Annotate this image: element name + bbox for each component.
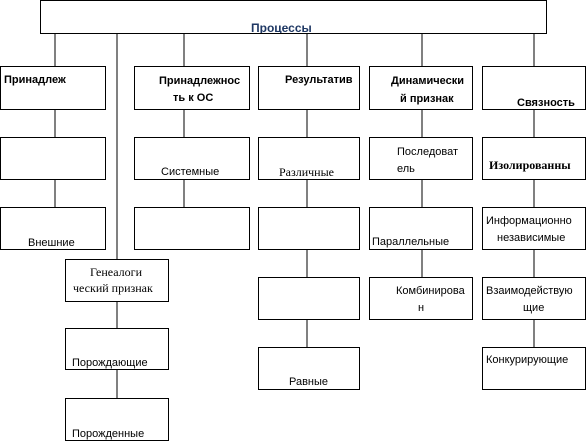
genealogy-header-label-line2: ческий признак xyxy=(73,281,153,295)
dynamic-item3-label-line1: Комбинирова xyxy=(396,285,465,297)
os-header-label-line2: ть к ОС xyxy=(173,92,214,104)
result-item1-box: Различные xyxy=(258,137,360,180)
os-item1-label: Системные xyxy=(161,166,220,178)
connectivity-item2-label-line1: Информационно xyxy=(486,215,572,227)
os-header-box: Принадлежнос ть к ОС xyxy=(134,66,250,110)
connectivity-item1-box: Изолированны xyxy=(482,137,586,180)
result-header-box: Результатив xyxy=(258,66,360,110)
connectivity-header-label: Связность xyxy=(517,97,575,109)
connectivity-item4-label: Конкурирующие xyxy=(486,354,569,366)
os-header-label-line1: Принадлежнос xyxy=(159,75,241,87)
result-item4-box: Равные xyxy=(258,347,360,390)
connectivity-item2-box: Информационно независимые xyxy=(482,207,586,250)
genealogy-header-label-line1: Генеалоги xyxy=(90,265,143,279)
connectivity-item3-label-line2: щие xyxy=(523,302,545,314)
dynamic-item1-label-line1: Последоват xyxy=(397,146,458,158)
dynamic-header-label-line2: й признак xyxy=(400,93,454,105)
genealogy-item2-label: Порожденные xyxy=(72,428,145,440)
connectivity-item3-label-line1: Взаимодействую xyxy=(486,285,573,297)
belonging-header-label: Принадлеж xyxy=(4,74,66,86)
dynamic-header-label-line1: Динамически xyxy=(391,75,465,87)
belonging-item2-box: Внешние xyxy=(0,207,106,250)
connectivity-item2-label-line2: независимые xyxy=(497,232,566,244)
connectivity-item1-label: Изолированны xyxy=(489,158,571,172)
genealogy-item1-box: Порождающие xyxy=(65,328,169,370)
result-item4-label: Равные xyxy=(289,376,329,388)
result-item1-label: Различные xyxy=(279,165,334,179)
os-item2-box xyxy=(134,207,250,250)
connectivity-item3-box: Взаимодействую щие xyxy=(482,277,586,320)
dynamic-item2-box: Параллельные xyxy=(369,207,473,250)
belonging-header-box: Принадлеж xyxy=(0,66,106,110)
result-item2-box xyxy=(258,207,360,250)
dynamic-item2-label: Параллельные xyxy=(372,236,450,248)
dynamic-item1-label-line2: ель xyxy=(397,163,415,175)
genealogy-item2-box: Порожденные xyxy=(65,398,169,441)
root-processes-box: Процессы xyxy=(40,0,547,34)
result-item3-box xyxy=(258,277,360,320)
belonging-item1-box xyxy=(0,137,106,180)
connectivity-item4-box: Конкурирующие xyxy=(482,347,586,390)
result-header-label: Результатив xyxy=(285,74,353,86)
dynamic-item1-box: Последоват ель xyxy=(369,137,473,180)
root-title: Процессы xyxy=(251,21,312,34)
dynamic-item3-box: Комбинирова н xyxy=(369,277,473,320)
os-item1-box: Системные xyxy=(134,137,250,180)
genealogy-item1-label: Порождающие xyxy=(72,357,148,369)
dynamic-item3-label-line2: н xyxy=(418,302,425,314)
dynamic-header-box: Динамически й признак xyxy=(369,66,473,110)
belonging-item2-label: Внешние xyxy=(28,237,75,249)
connectivity-header-box: Связность xyxy=(482,66,586,110)
genealogy-header-box: Генеалоги ческий признак xyxy=(65,259,169,302)
